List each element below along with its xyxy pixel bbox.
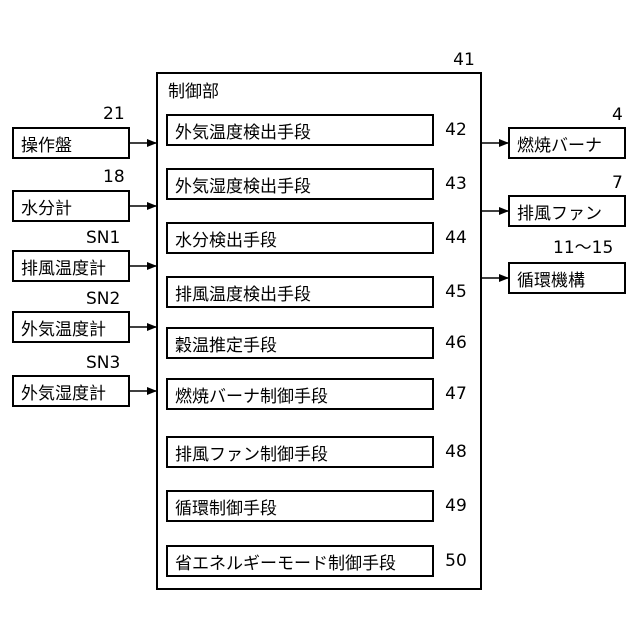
unit-grain-temp-estimation: 穀温推定手段 [166,327,434,359]
input-ref: 18 [103,167,125,187]
input-ref: 21 [103,104,125,124]
unit-moisture-detection: 水分検出手段 [166,222,434,254]
unit-exhaust-fan-control: 排風ファン制御手段 [166,436,434,468]
unit-circulation-control: 循環制御手段 [166,490,434,522]
unit-energy-saving-control: 省エネルギーモード制御手段 [166,545,434,577]
unit-ref: 50 [433,551,479,571]
input-moisture-meter: 水分計 [12,190,130,222]
input-operation-panel: 操作盤 [12,127,130,159]
unit-outside-temp-detection: 外気温度検出手段 [166,114,434,146]
input-ref: SN1 [86,228,120,248]
input-exhaust-thermometer: 排風温度計 [12,250,130,282]
input-ref: SN3 [86,353,120,373]
output-ref: 4 [612,105,623,125]
unit-ref: 47 [433,384,479,404]
output-circulation: 循環機構 [508,262,626,294]
output-ref: 11～15 [553,238,613,258]
unit-ref: 45 [433,282,479,302]
input-outside-hygrometer: 外気湿度計 [12,375,130,407]
unit-ref: 43 [433,174,479,194]
unit-burner-control: 燃焼バーナ制御手段 [166,378,434,410]
output-ref: 7 [612,173,623,193]
input-outside-thermometer: 外気温度計 [12,311,130,343]
controller-ref: 41 [441,50,487,70]
input-ref: SN2 [86,289,120,309]
output-exhaust-fan: 排風ファン [508,195,626,227]
unit-ref: 46 [433,333,479,353]
unit-ref: 42 [433,120,479,140]
unit-ref: 48 [433,442,479,462]
unit-ref: 44 [433,228,479,248]
controller-title: 制御部 [168,82,219,102]
unit-exhaust-temp-detection: 排風温度検出手段 [166,276,434,308]
unit-outside-humidity-detection: 外気湿度検出手段 [166,168,434,200]
output-burner: 燃焼バーナ [508,127,626,159]
unit-ref: 49 [433,496,479,516]
